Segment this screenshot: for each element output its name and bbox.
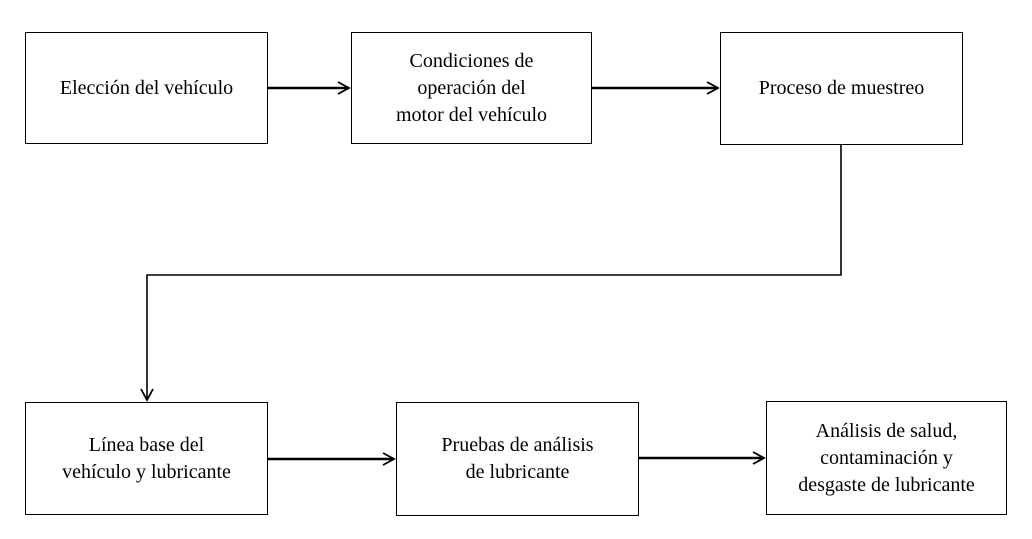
- flow-node-label: Elección del vehículo: [59, 76, 234, 99]
- flow-node-label: Pruebas de análisis de lubricante: [441, 434, 594, 483]
- flow-node-label: Proceso de muestreo: [758, 77, 925, 99]
- flow-node-condiciones-operacion: Condiciones de operación del motor del v…: [351, 32, 592, 144]
- flow-node-analisis-salud: Análisis de salud, contaminación y desga…: [766, 401, 1007, 515]
- flow-node-linea-base: Línea base del vehículo y lubricante: [25, 402, 268, 515]
- flow-node-label: Análisis de salud, contaminación y desga…: [798, 419, 975, 496]
- flow-node-pruebas-analisis: Pruebas de análisis de lubricante: [396, 402, 639, 516]
- flow-node-proceso-muestreo: Proceso de muestreo: [720, 32, 963, 145]
- arrow-muestreo-to-lineabase: [140, 145, 842, 402]
- flow-node-eleccion-vehiculo: Elección del vehículo: [25, 32, 268, 144]
- flow-node-label: Condiciones de operación del motor del v…: [395, 49, 548, 126]
- flow-node-label: Línea base del vehículo y lubricante: [62, 433, 231, 483]
